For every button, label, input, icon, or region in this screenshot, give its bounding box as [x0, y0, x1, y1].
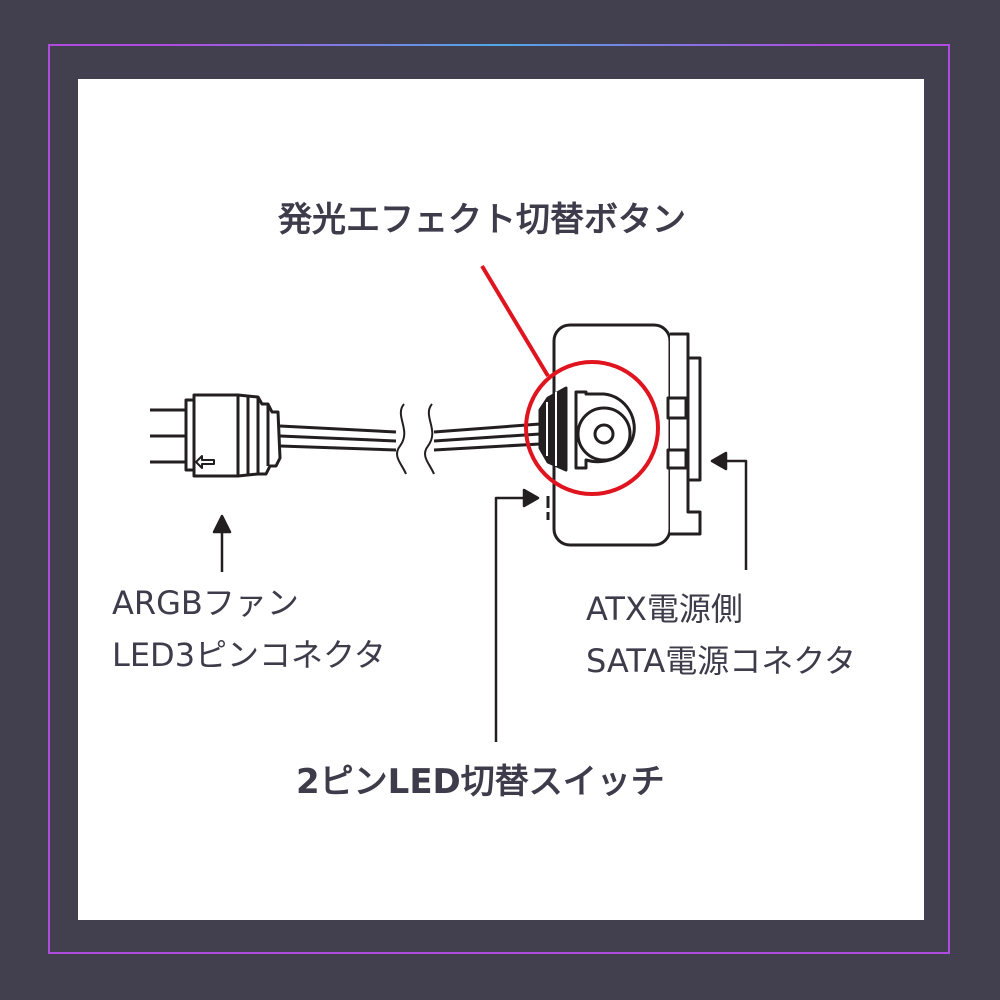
sata-power-controller — [538, 323, 702, 547]
arrow-to-argb-connector — [212, 514, 232, 572]
arrow-to-sata-connector — [710, 451, 748, 570]
cable-break-marks — [396, 403, 435, 475]
decorative-frame — [48, 44, 950, 954]
label-argb-line2: LED3ピンコネクタ — [112, 636, 386, 674]
connector-pins — [150, 408, 188, 464]
label-effect-button: 発光エフェクト切替ボタン — [278, 200, 686, 240]
cable-left — [279, 424, 397, 452]
arrow-to-2pin-switch — [494, 488, 540, 742]
label-2pin-switch: 2ピンLED切替スイッチ — [296, 762, 665, 802]
label-atx-line1: ATX電源側 — [586, 590, 743, 628]
label-argb-line1: ARGBファン — [112, 584, 299, 622]
cable-right — [433, 422, 541, 452]
argb-3pin-connector — [184, 393, 282, 478]
label-atx-line2: SATA電源コネクタ — [586, 642, 856, 680]
diagram-panel — [78, 79, 924, 920]
button-highlight — [480, 264, 660, 496]
